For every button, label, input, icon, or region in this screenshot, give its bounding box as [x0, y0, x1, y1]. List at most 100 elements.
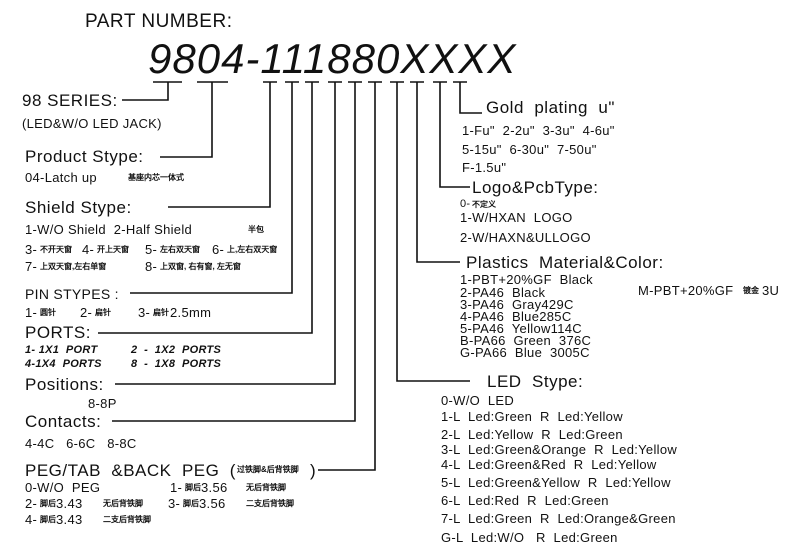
plastics-opt: 4-PA46 Blue285C: [460, 309, 572, 324]
series-label: 98 SERIES:: [22, 91, 118, 110]
shield-cn: 上,左右双天窗: [227, 245, 278, 254]
ports-opt: 8 - 1X8 PORTS: [131, 358, 222, 370]
plastics-opt: 3-PA46 Gray429C: [460, 297, 574, 312]
leader-logo: [433, 81, 470, 188]
leader-led: [390, 81, 470, 382]
logo-opt: 0-: [460, 198, 471, 210]
underline-series: [122, 81, 182, 101]
logo-opt: 1-W/HXAN LOGO: [460, 210, 573, 225]
peg-label: PEG/TAB &BACK PEG (: [25, 461, 236, 480]
peg-cn: 二支后背铁脚: [103, 515, 151, 524]
peg-val: 3.43: [56, 512, 83, 527]
plastics-opt: G-PA66 Blue 3005C: [460, 345, 590, 360]
series-desc: (LED&W/O LED JACK): [22, 116, 162, 131]
shield-opt: 5-: [145, 242, 158, 257]
plastics-m-cn: 镀金: [743, 286, 759, 295]
contacts-opt: 4-4C 6-6C 8-8C: [25, 436, 137, 451]
pins-opt: 2.5mm: [170, 305, 212, 320]
ports-label: PORTS:: [25, 323, 91, 342]
led-opt: 1-L Led:Green R Led:Yellow: [441, 409, 623, 424]
led-opt: 6-L Led:Red R Led:Green: [441, 493, 609, 508]
plastics-opt: 2-PA46 Black: [460, 285, 546, 300]
led-opt: 5-L Led:Green&Yellow R Led:Yellow: [441, 475, 671, 490]
logo-cn: 不定义: [472, 200, 496, 209]
product-label: Product Stype:: [25, 147, 144, 166]
peg-label-end: ): [310, 461, 317, 480]
led-label: LED Stype:: [487, 372, 584, 391]
peg-cn: 二支后背铁脚: [246, 499, 294, 508]
shield-opt: 3-: [25, 242, 38, 257]
led-opt: 4-L Led:Green&Red R Led:Yellow: [441, 457, 657, 472]
pins-label: PIN STYPES :: [25, 286, 119, 302]
leader-contacts: [112, 81, 362, 422]
shield-label: Shield Stype:: [25, 198, 132, 217]
plastics-opt: 5-PA46 Yellow114C: [460, 321, 582, 336]
pins-cn: 扁针: [95, 308, 111, 317]
logo-opt: 2-W/HAXN&ULLOGO: [460, 230, 591, 245]
shield-cn: 上双天窗,左右单窗: [40, 262, 107, 271]
leader-shield: [168, 81, 277, 208]
leader-pins: [130, 81, 299, 294]
peg-cn: 脚后: [183, 499, 199, 508]
pins-cn: 圆针: [40, 308, 56, 317]
gold-opt: F-1.5u": [462, 160, 507, 175]
pins-opt: 2-: [80, 305, 93, 320]
logo-label: Logo&PcbType:: [472, 178, 599, 197]
plastics-m-opt: M-PBT+20%GF: [638, 283, 734, 298]
peg-opt: 2-: [25, 496, 38, 511]
shield-opt: 6-: [212, 242, 225, 257]
shield-cn: 半包: [248, 225, 264, 234]
gold-opt: 5-15u" 6-30u" 7-50u": [462, 142, 597, 157]
peg-cn: 无后背铁脚: [246, 483, 286, 492]
shield-opt: 8-: [145, 259, 158, 274]
leader-ports: [98, 81, 319, 334]
shield-opt: 7-: [25, 259, 38, 274]
peg-opt: 1-: [170, 480, 183, 495]
led-opt: 3-L Led:Green&Orange R Led:Yellow: [441, 442, 678, 457]
shield-cn: 不开天窗: [40, 245, 72, 254]
led-opt: 7-L Led:Green R Led:Orange&Green: [441, 511, 676, 526]
shield-row-1: 1-W/O Shield 2-Half Shield: [25, 222, 193, 237]
led-opt: 2-L Led:Yellow R Led:Green: [441, 427, 623, 442]
pins-opt: 3-: [138, 305, 151, 320]
part-number: 9804-111880XXXX: [148, 35, 517, 82]
contacts-label: Contacts:: [25, 412, 102, 431]
ports-opt: 1- 1X1 PORT: [25, 344, 98, 356]
title: PART NUMBER:: [85, 11, 233, 32]
peg-opt: 0-W/O PEG: [25, 480, 101, 495]
shield-cn: 上双窗, 右有窗, 左无窗: [160, 262, 241, 271]
gold-opt: 1-Fu" 2-2u" 3-3u" 4-6u": [462, 123, 615, 138]
leader-plastics: [410, 81, 460, 263]
shield-opt: 4-: [82, 242, 95, 257]
underline-product: [160, 81, 228, 158]
shield-cn: 开上天窗: [97, 245, 129, 254]
ports-opt: 2 - 1X2 PORTS: [131, 344, 222, 356]
peg-opt: 4-: [25, 512, 38, 527]
peg-cn: 脚后: [40, 499, 56, 508]
peg-label-cn: 过铁脚&后背铁脚: [237, 465, 299, 474]
led-opt: G-L Led:W/O R Led:Green: [441, 530, 618, 545]
plastics-opt: 1-PBT+20%GF Black: [460, 272, 593, 287]
plastics-opt: B-PA66 Green 376C: [460, 333, 592, 348]
peg-opt: 3-: [168, 496, 181, 511]
ports-opt: 4-1X4 PORTS: [25, 358, 102, 370]
shield-cn: 左右双天窗: [160, 245, 200, 254]
positions-opt: 8-8P: [88, 396, 117, 411]
leader-gold: [453, 81, 482, 114]
peg-cn: 无后背铁脚: [103, 499, 143, 508]
plastics-label: Plastics Material&Color:: [466, 253, 664, 272]
pins-cn: 扁针: [153, 308, 169, 317]
positions-label: Positions:: [25, 375, 104, 394]
peg-cn: 脚后: [40, 515, 56, 524]
plastics-m-plating: 3U: [762, 283, 780, 298]
product-option: 04-Latch up: [25, 170, 97, 185]
peg-val: 3.56: [199, 496, 226, 511]
peg-cn: 脚后: [185, 483, 201, 492]
leader-positions: [115, 81, 342, 385]
leader-peg: [318, 81, 382, 471]
product-cn: 基座内芯一体式: [128, 173, 184, 182]
peg-val: 3.43: [56, 496, 83, 511]
peg-val: 3.56: [201, 480, 228, 495]
